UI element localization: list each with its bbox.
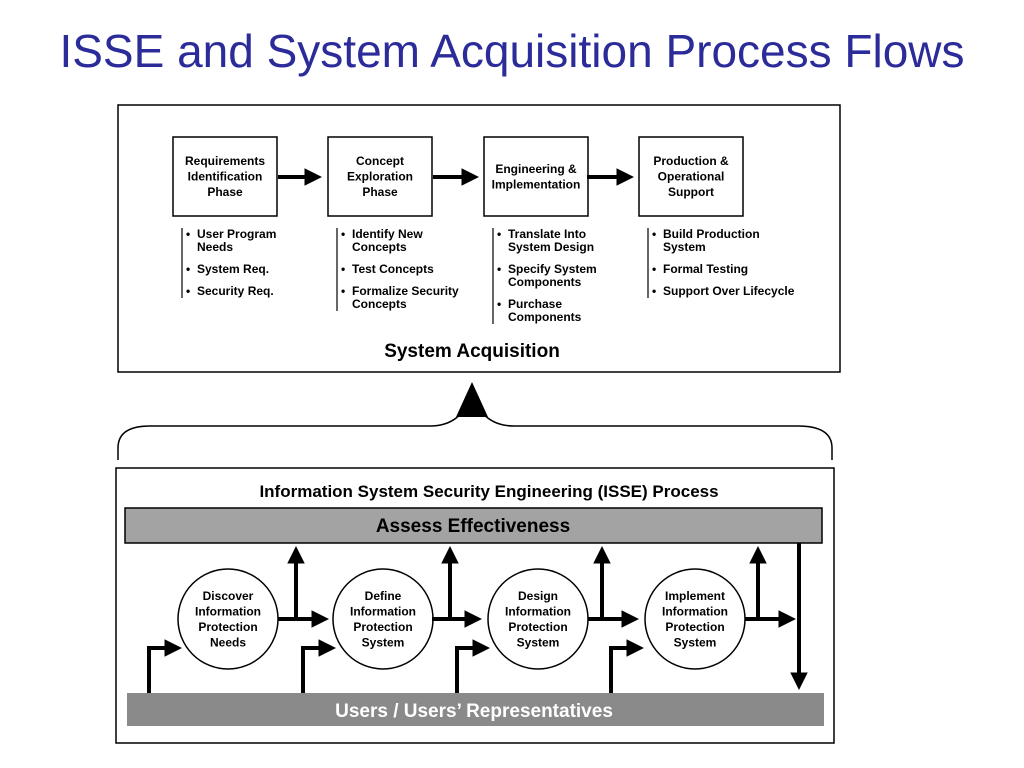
bullet-dot: •: [652, 227, 656, 241]
phase-bullet-item: Needs: [197, 240, 233, 254]
step-label: Information: [195, 604, 261, 618]
users-input-arrow: [301, 639, 336, 693]
phase-label: Concept: [356, 154, 404, 168]
bullet-dot: •: [652, 284, 656, 298]
bullet-dot: •: [497, 262, 501, 276]
phase-bullet-item: Translate Into: [508, 227, 586, 241]
page-title: ISSE and System Acquisition Process Flow…: [59, 25, 965, 77]
step-label: Discover: [203, 589, 254, 603]
step-label: Information: [662, 604, 728, 618]
bullet-dot: •: [341, 284, 345, 298]
bullet-dot: •: [341, 262, 345, 276]
bullet-dot: •: [652, 262, 656, 276]
bullet-dot: •: [186, 284, 190, 298]
brace-peak: [456, 382, 488, 417]
users-input-arrow: [455, 639, 490, 693]
phase-bullet-item: Purchase: [508, 297, 562, 311]
phase-bullet-item: System Design: [508, 240, 594, 254]
bullet-dot: •: [497, 227, 501, 241]
phase-label: Exploration: [347, 170, 413, 184]
step-label: Protection: [198, 620, 257, 634]
system-acquisition-caption: System Acquisition: [384, 341, 560, 362]
step-label: System: [674, 635, 717, 649]
step-label: Design: [518, 589, 558, 603]
step-label: Implement: [665, 589, 725, 603]
assess-effectiveness-bar: [124, 507, 823, 544]
assess-effectiveness-label: Assess Effectiveness: [376, 516, 570, 537]
phase-bullet-item: Support Over Lifecycle: [663, 284, 795, 298]
phase-box: [172, 136, 278, 217]
step-label: System: [362, 635, 405, 649]
step-label: Information: [505, 604, 571, 618]
isse-title: Information System Security Engineering …: [259, 482, 718, 501]
step-label: Protection: [508, 620, 567, 634]
step-label: Protection: [665, 620, 724, 634]
phase-bullet-item: Specify System: [508, 262, 597, 276]
phase-label: Engineering &: [495, 162, 577, 176]
step-label: Information: [350, 604, 416, 618]
phase-bullet-item: Build Production: [663, 227, 760, 241]
users-input-arrow: [147, 639, 182, 693]
phase-box: [483, 136, 589, 217]
phase-label: Identification: [188, 170, 263, 184]
phase-bullet-item: Formalize Security: [352, 284, 459, 298]
step-label: Define: [365, 589, 402, 603]
phase-bullet-item: Components: [508, 310, 582, 324]
phase-3: Engineering &Implementation • Translate In…: [483, 136, 597, 324]
isse-flow-arrows: [147, 543, 808, 693]
phase-bullet-item: User Program: [197, 227, 276, 241]
bullet-dot: •: [341, 227, 345, 241]
phase-label: Phase: [207, 185, 243, 199]
users-input-arrow: [609, 639, 644, 693]
phase-bullet-item: Security Req.: [197, 284, 274, 298]
bullet-dot: •: [186, 227, 190, 241]
users-label: Users / Users’ Representatives: [335, 701, 613, 722]
users-bar: [127, 693, 824, 726]
phase-bullet-item: Identify New: [352, 227, 423, 241]
bullet-dot: •: [497, 297, 501, 311]
phase-label: Phase: [362, 185, 398, 199]
step-label: Protection: [353, 620, 412, 634]
phase-label: Requirements: [185, 154, 265, 168]
phase-label: Production &: [653, 154, 729, 168]
phase-label: Implementation: [492, 177, 581, 191]
phase-bullet-item: Concepts: [352, 240, 407, 254]
isse-steps: DiscoverInformationProtectionNeedsDefine…: [177, 568, 746, 670]
phase-bullet-item: Test Concepts: [352, 262, 434, 276]
phase-box: [638, 136, 744, 217]
phase-box: [327, 136, 433, 217]
phase-bullet-item: Components: [508, 275, 582, 289]
bullet-dot: •: [186, 262, 190, 276]
phase-bullet-item: Concepts: [352, 297, 407, 311]
phase-bullet-item: Formal Testing: [663, 262, 748, 276]
phase-bullet-item: System: [663, 240, 706, 254]
phase-label: Operational: [658, 170, 725, 184]
step-label: System: [517, 635, 560, 649]
phase-bullet-item: System Req.: [197, 262, 269, 276]
step-label: Needs: [210, 635, 246, 649]
phase-label: Support: [668, 185, 714, 199]
